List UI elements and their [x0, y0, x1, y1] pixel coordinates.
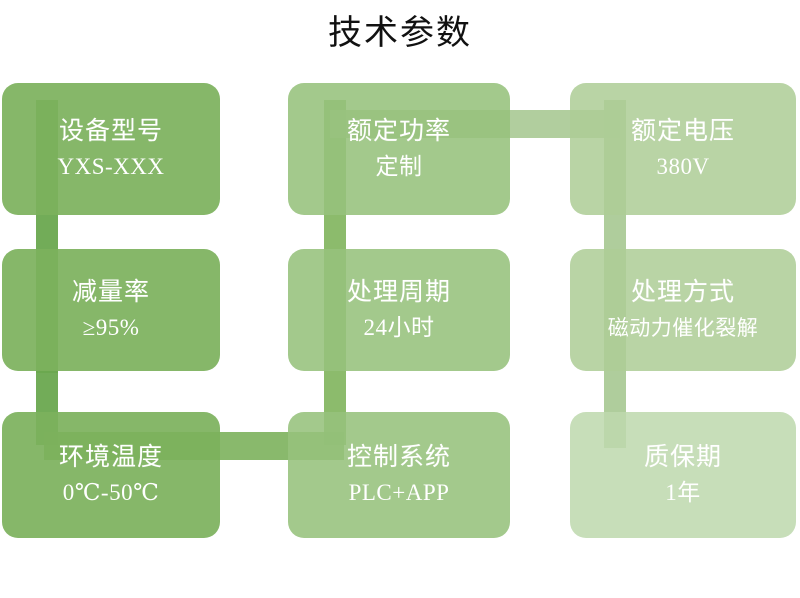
card-reduction-rate-value: ≥95% — [82, 315, 140, 340]
card-control-system-value: PLC+APP — [348, 480, 450, 505]
card-ambient-temperature-label: 环境温度 — [58, 444, 163, 471]
card-warranty-period-label: 质保期 — [643, 444, 722, 471]
card-processing-cycle-label: 处理周期 — [346, 279, 451, 306]
card-device-model-value: YXS-XXX — [57, 154, 165, 179]
card-reduction-rate-label: 减量率 — [71, 279, 150, 306]
card-warranty-period-value: 1年 — [665, 480, 701, 505]
card-device-model-label: 设备型号 — [58, 118, 163, 145]
card-ambient-temperature-value: 0℃-50℃ — [62, 480, 160, 505]
card-rated-power-label: 额定功率 — [346, 118, 451, 145]
card-rated-voltage[interactable]: 额定电压 380V — [570, 83, 796, 215]
card-warranty-period[interactable]: 质保期 1年 — [570, 412, 796, 538]
card-rated-power[interactable]: 额定功率 定制 — [288, 83, 510, 215]
page-title: 技术参数 — [328, 15, 472, 52]
card-rated-voltage-value: 380V — [656, 154, 710, 179]
card-processing-method-value: 磁动力催化裂解 — [607, 316, 759, 340]
card-device-model[interactable]: 设备型号 YXS-XXX — [2, 83, 220, 215]
card-control-system-label: 控制系统 — [346, 444, 451, 471]
card-rated-power-value: 定制 — [375, 154, 423, 179]
card-ambient-temperature[interactable]: 环境温度 0℃-50℃ — [2, 412, 220, 538]
card-control-system[interactable]: 控制系统 PLC+APP — [288, 412, 510, 538]
card-rated-voltage-label: 额定电压 — [630, 118, 735, 145]
card-processing-method-label: 处理方式 — [630, 279, 735, 306]
card-processing-cycle-value: 24小时 — [363, 315, 435, 340]
card-processing-cycle[interactable]: 处理周期 24小时 — [288, 249, 510, 371]
card-processing-method[interactable]: 处理方式 磁动力催化裂解 — [570, 249, 796, 371]
card-reduction-rate[interactable]: 减量率 ≥95% — [2, 249, 220, 371]
